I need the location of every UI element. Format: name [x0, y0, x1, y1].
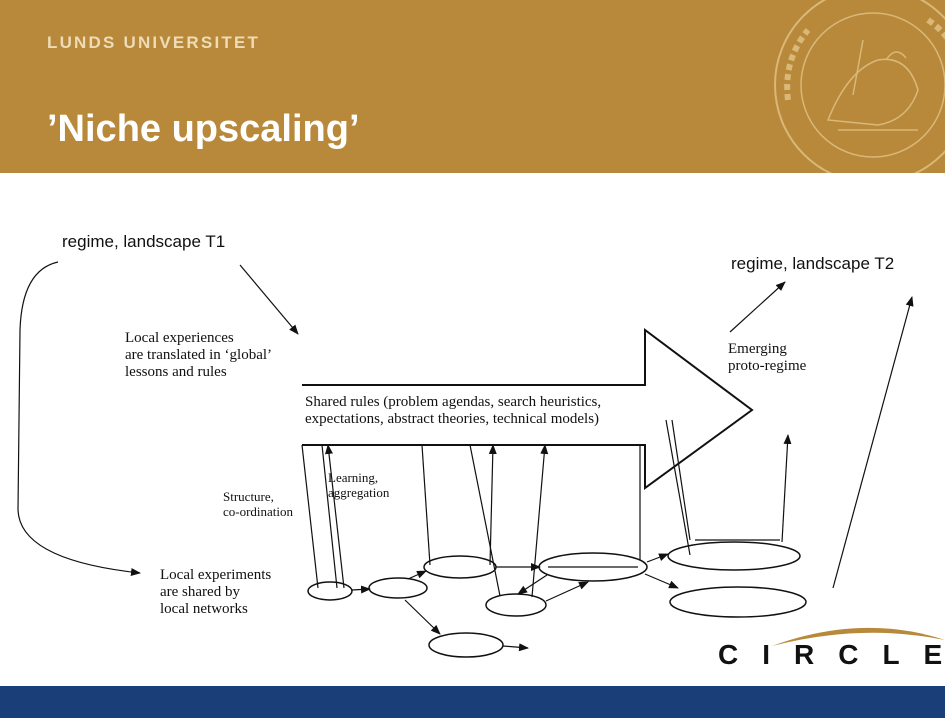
node-3 — [423, 555, 497, 579]
label-emerging-proto-regime: Emerging proto-regime — [728, 341, 807, 374]
label-regime-t2: regime, landscape T2 — [731, 254, 895, 273]
label-learning: Learning, aggregation — [328, 470, 390, 500]
label-regime-t1: regime, landscape T1 — [62, 232, 226, 251]
university-seal-icon — [774, 0, 945, 173]
circle-logo-text: CIRCLE — [718, 639, 945, 670]
t2-arrow — [832, 296, 914, 589]
node-4 — [485, 593, 547, 617]
left-curved-arrow — [17, 261, 141, 577]
label-local-experiences: Local experiences are translated in ‘glo… — [125, 330, 273, 380]
t1-arrow — [239, 264, 299, 335]
university-name: LUNDS UNIVERSITET — [47, 33, 261, 52]
label-shared-rules: Shared rules (problem agendas, search he… — [305, 394, 602, 427]
node-8 — [428, 632, 504, 658]
slide-title: ’Niche upscaling’ — [47, 108, 360, 150]
diagram-canvas — [17, 261, 914, 658]
emerging-arrow — [729, 281, 786, 333]
label-structure: Structure, co-ordination — [223, 489, 294, 519]
node-1 — [307, 581, 353, 601]
circle-logo-swoosh-icon — [772, 627, 945, 646]
node-6 — [667, 541, 801, 571]
label-local-experiments: Local experiments are shared by local ne… — [160, 567, 272, 617]
node-2 — [368, 577, 428, 599]
node-7 — [669, 586, 807, 618]
header-bar: LUNDS UNIVERSITET ’Niche upscaling’ — [0, 0, 945, 173]
footer-bar — [0, 686, 945, 718]
